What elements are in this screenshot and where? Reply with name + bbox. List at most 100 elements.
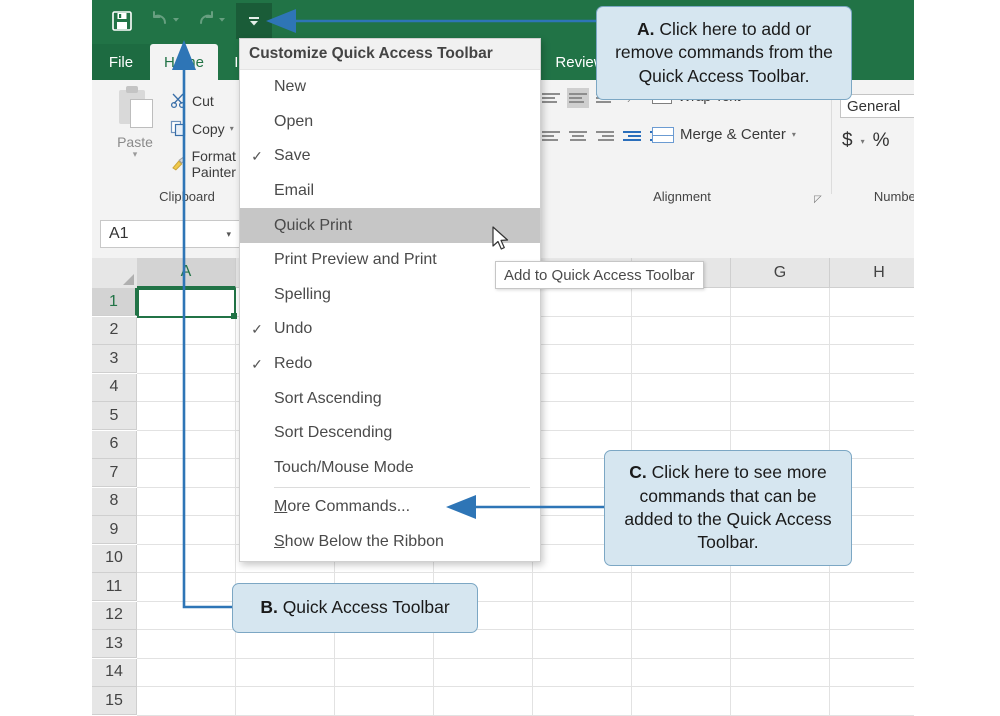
align-center-icon[interactable] [567,126,589,146]
qat-menu-item-email[interactable]: Email [240,174,540,209]
qat-menu-item-sort-ascending[interactable]: Sort Ascending [240,381,540,416]
qat-menu-item-save[interactable]: ✓Save [240,139,540,174]
cell-H13[interactable] [830,630,914,659]
cell-A11[interactable] [137,573,236,602]
cell-A14[interactable] [137,658,236,687]
cell-F11[interactable] [632,573,731,602]
cell-E5[interactable] [533,402,632,431]
cell-F14[interactable] [632,658,731,687]
cell-A7[interactable] [137,459,236,488]
tab-review[interactable]: Review [555,53,605,71]
copy-button[interactable]: Copy ▾ [170,120,234,137]
name-box-chevron-down-icon[interactable]: ▾ [226,228,231,239]
cell-D15[interactable] [434,687,533,716]
cell-A10[interactable] [137,544,236,573]
cell-A12[interactable] [137,601,236,630]
paste-button[interactable]: Paste ▾ [104,86,166,178]
cell-G3[interactable] [731,345,830,374]
cell-F4[interactable] [632,373,731,402]
cell-A8[interactable] [137,487,236,516]
cell-C14[interactable] [335,658,434,687]
qat-menu-item-open[interactable]: Open [240,105,540,140]
align-middle-icon[interactable] [567,88,589,108]
cell-A3[interactable] [137,345,236,374]
name-box[interactable]: A1 ▾ [100,220,240,248]
cell-G5[interactable] [731,402,830,431]
percent-button[interactable]: % [872,130,890,151]
column-header-h[interactable]: H [830,258,914,288]
cell-E14[interactable] [533,658,632,687]
cell-H2[interactable] [830,316,914,345]
row-header-15[interactable]: 15 [92,687,137,715]
cut-button[interactable]: Cut [170,92,214,109]
cell-E11[interactable] [533,573,632,602]
cell-E4[interactable] [533,373,632,402]
cell-G2[interactable] [731,316,830,345]
align-right-icon[interactable] [594,126,616,146]
row-header-7[interactable]: 7 [92,459,137,487]
row-header-3[interactable]: 3 [92,345,137,373]
cell-G13[interactable] [731,630,830,659]
cell-A13[interactable] [137,630,236,659]
cell-A5[interactable] [137,402,236,431]
cell-E1[interactable] [533,288,632,317]
cell-E13[interactable] [533,630,632,659]
save-button[interactable] [102,3,142,39]
cell-F13[interactable] [632,630,731,659]
active-cell-a1[interactable] [137,288,237,319]
cell-G15[interactable] [731,687,830,716]
qat-menu-item-redo[interactable]: ✓Redo [240,347,540,382]
cell-H3[interactable] [830,345,914,374]
cell-F5[interactable] [632,402,731,431]
cell-A2[interactable] [137,316,236,345]
cell-D13[interactable] [434,630,533,659]
cell-A9[interactable] [137,516,236,545]
cell-G14[interactable] [731,658,830,687]
cell-D14[interactable] [434,658,533,687]
cell-C15[interactable] [335,687,434,716]
decrease-indent-icon[interactable] [621,126,643,146]
row-header-12[interactable]: 12 [92,601,137,630]
fill-handle[interactable] [231,313,237,319]
qat-menu-item-print-preview-and-print[interactable]: Print Preview and Print [240,243,540,278]
cell-H14[interactable] [830,658,914,687]
cell-A6[interactable] [137,430,236,459]
row-header-14[interactable]: 14 [92,658,137,687]
qat-menu-item-quick-print[interactable]: Quick Print [240,208,540,243]
cell-E3[interactable] [533,345,632,374]
cell-C13[interactable] [335,630,434,659]
cell-F1[interactable] [632,288,731,317]
row-header-1[interactable]: 1 [92,288,137,316]
cell-G12[interactable] [731,601,830,630]
select-all-button[interactable] [92,258,138,289]
cell-E12[interactable] [533,601,632,630]
row-header-5[interactable]: 5 [92,402,137,430]
cell-B13[interactable] [236,630,335,659]
cell-F3[interactable] [632,345,731,374]
cell-E2[interactable] [533,316,632,345]
row-header-6[interactable]: 6 [92,430,137,459]
row-header-13[interactable]: 13 [92,630,137,658]
qat-menu-item-spelling[interactable]: Spelling [240,278,540,313]
row-header-4[interactable]: 4 [92,373,137,402]
cell-G11[interactable] [731,573,830,602]
row-header-8[interactable]: 8 [92,487,137,516]
qat-menu-item-new[interactable]: New [240,70,540,105]
cell-F2[interactable] [632,316,731,345]
align-top-icon[interactable] [540,88,562,108]
cell-A4[interactable] [137,373,236,402]
column-header-g[interactable]: G [731,258,830,288]
qat-menu-item-sort-descending[interactable]: Sort Descending [240,416,540,451]
cell-A15[interactable] [137,687,236,716]
cell-G4[interactable] [731,373,830,402]
cell-G1[interactable] [731,288,830,317]
cell-H12[interactable] [830,601,914,630]
column-header-a[interactable]: A [137,258,236,288]
align-left-icon[interactable] [540,126,562,146]
number-format-select[interactable]: General [840,94,914,118]
qat-menu-item-more-commands[interactable]: More Commands... [240,490,540,525]
cell-E15[interactable] [533,687,632,716]
alignment-dialog-launcher[interactable]: ◸ [814,194,822,205]
cell-H11[interactable] [830,573,914,602]
row-header-2[interactable]: 2 [92,316,137,345]
